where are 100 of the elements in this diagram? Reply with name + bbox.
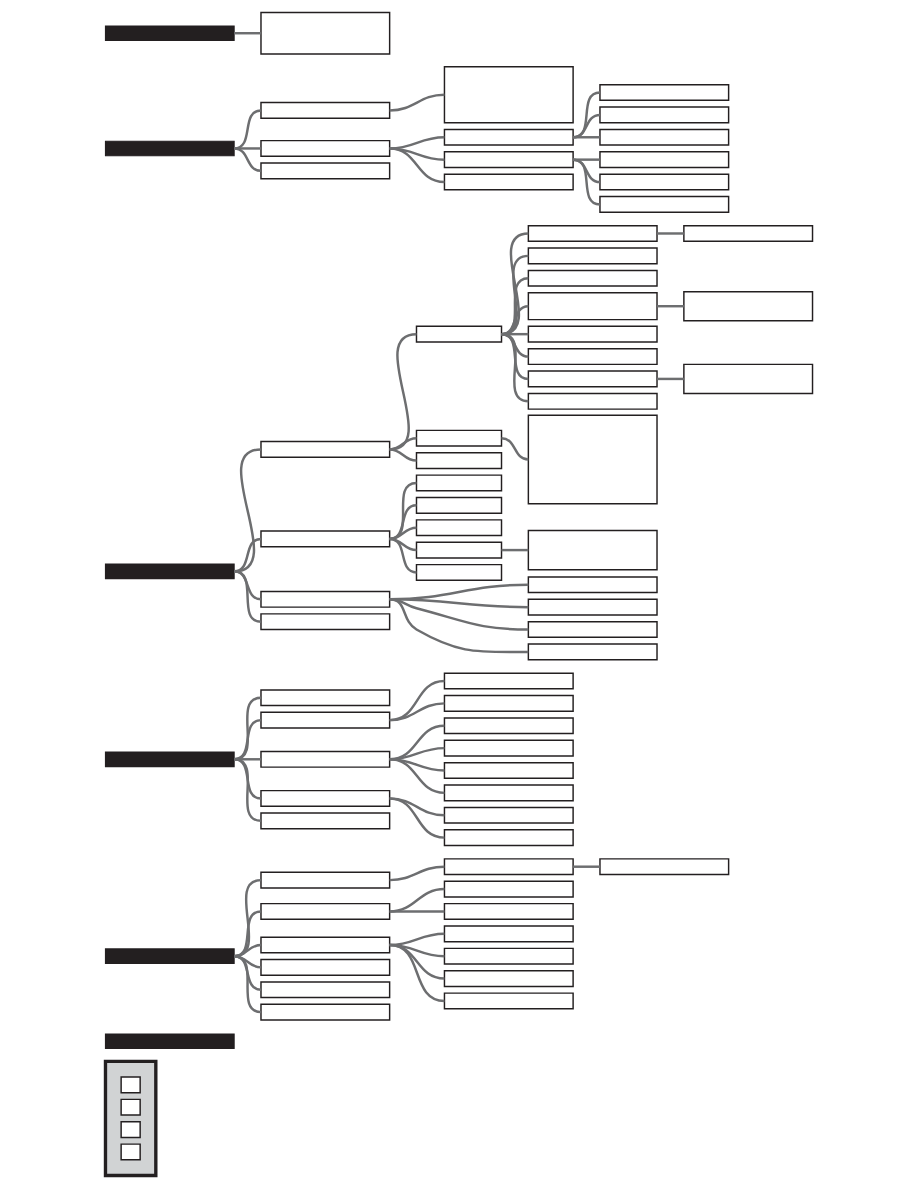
node-box (415, 563, 503, 582)
node-box (599, 128, 730, 146)
connector (572, 158, 601, 206)
connector (233, 758, 262, 823)
connector (501, 548, 529, 552)
node-box (527, 224, 658, 243)
connector (389, 943, 445, 1003)
connector (501, 254, 529, 336)
connector (389, 865, 445, 882)
node-bar (104, 25, 235, 42)
connector (657, 304, 684, 308)
connector (389, 537, 417, 574)
node-box (527, 269, 658, 287)
node-box (443, 947, 574, 965)
node-box (443, 672, 574, 690)
node-bar (104, 751, 235, 768)
node-box (260, 139, 391, 157)
node-box (260, 101, 391, 119)
node-box (527, 620, 658, 639)
node-box (260, 981, 391, 999)
connector (389, 598, 529, 654)
connector (234, 147, 261, 150)
node-box (260, 936, 391, 954)
node-box (415, 325, 503, 343)
node-box (120, 1143, 141, 1161)
node-box (443, 128, 574, 146)
connector (389, 702, 445, 722)
node-box (260, 812, 391, 830)
node-box (260, 162, 391, 180)
node-box (443, 806, 574, 824)
node-box (443, 694, 574, 712)
node-box (260, 613, 391, 631)
node-box (443, 717, 574, 735)
node-box (415, 452, 503, 470)
node-box (415, 541, 503, 559)
connector (389, 910, 445, 913)
node-box (527, 643, 658, 661)
node-box (683, 224, 814, 243)
node-box (443, 784, 574, 802)
connector (572, 91, 601, 139)
connector (501, 232, 529, 336)
node-box (415, 474, 503, 492)
node-box (260, 11, 391, 55)
node-box (443, 970, 574, 988)
connector (657, 377, 684, 381)
node-box (599, 858, 730, 876)
node-box (260, 902, 391, 920)
node-box (120, 1098, 141, 1116)
node-box (443, 173, 574, 191)
node-bar (104, 1033, 235, 1050)
connector (389, 526, 417, 541)
node-box (599, 83, 730, 102)
connector (657, 232, 684, 235)
connector (389, 147, 445, 184)
node-box (260, 440, 391, 458)
node-box (260, 871, 391, 889)
node-box (260, 530, 391, 548)
node-box (527, 247, 658, 265)
connector (501, 437, 529, 461)
connector (389, 758, 445, 795)
node-bar (104, 563, 235, 580)
connector (233, 147, 262, 173)
node-box (443, 858, 574, 876)
connector (389, 679, 445, 722)
node-bar (104, 140, 235, 157)
node-box (260, 689, 391, 707)
node-box (527, 370, 658, 388)
node-box (527, 414, 658, 505)
connector (389, 887, 445, 913)
connector (389, 481, 417, 541)
node-box (527, 392, 658, 410)
node-box (599, 173, 730, 191)
connector (572, 113, 601, 139)
connector (233, 570, 262, 623)
node-box (527, 529, 658, 571)
node-box (599, 151, 730, 169)
connector (234, 32, 261, 35)
node-box (683, 290, 814, 322)
node-box (527, 292, 658, 321)
node-box (527, 576, 658, 594)
node-box (443, 761, 574, 780)
node-box (260, 1003, 391, 1021)
node-box (260, 789, 391, 807)
connector (389, 504, 417, 541)
node-box (599, 106, 730, 124)
connector (573, 865, 600, 868)
node-box (415, 429, 503, 447)
node-box (260, 958, 391, 976)
node-box (443, 151, 574, 169)
node-box (415, 519, 503, 537)
node-box (443, 829, 574, 847)
connector (573, 136, 600, 139)
node-box (443, 925, 574, 943)
node-box (527, 598, 658, 616)
connector (501, 305, 529, 336)
node-box (120, 1121, 141, 1139)
connector (572, 158, 601, 184)
node-box (260, 590, 391, 608)
connector (573, 158, 600, 161)
node-box (260, 750, 391, 768)
